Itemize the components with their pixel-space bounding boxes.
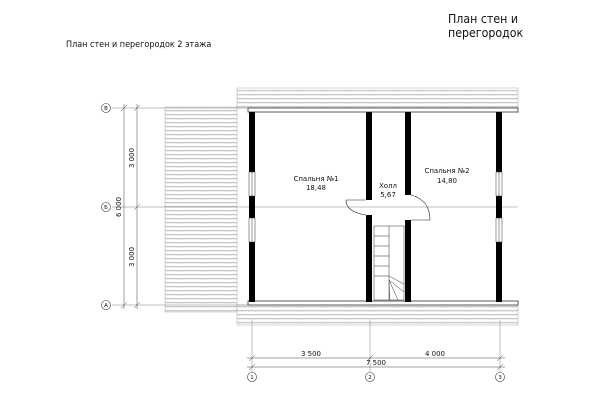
axis-marker-row-b: Б xyxy=(101,202,111,212)
door-bedroom-1 xyxy=(345,199,367,216)
vertical-dimensions xyxy=(120,104,141,309)
bottom-plate xyxy=(247,300,519,306)
top-plate xyxy=(247,107,519,113)
wall-partition-2-bottom xyxy=(405,220,411,302)
dim-vertical-total: 6 000 xyxy=(115,197,123,217)
room-name-bedroom-2: Спальня №2 xyxy=(424,167,469,175)
axis-marker-col-2: 2 xyxy=(365,372,375,382)
svg-text:2: 2 xyxy=(368,375,372,381)
svg-text:3: 3 xyxy=(498,375,502,381)
wall-right-top xyxy=(496,112,502,172)
door-bedroom-2 xyxy=(410,194,431,221)
svg-text:1: 1 xyxy=(250,375,254,381)
svg-text:А: А xyxy=(104,303,108,309)
wall-left-top xyxy=(249,112,255,172)
wall-partition-1-bottom xyxy=(366,215,372,302)
roof-top-strip xyxy=(236,87,519,109)
dim-vertical-bottom: 3 000 xyxy=(128,247,136,267)
axis-marker-col-1: 1 xyxy=(247,372,257,382)
axis-marker-col-3: 3 xyxy=(495,372,505,382)
wall-right-bottom xyxy=(496,242,502,302)
roof-bottom-strip xyxy=(236,304,519,326)
svg-text:Б: Б xyxy=(104,205,108,211)
wall-partition-2-top xyxy=(405,112,411,195)
axis-marker-row-v: В xyxy=(101,103,111,113)
room-area-bedroom-2: 14,80 xyxy=(437,177,457,185)
windows xyxy=(248,171,503,243)
dim-horizontal-right: 4 000 xyxy=(425,350,445,358)
dim-horizontal-total: 7 500 xyxy=(366,359,386,367)
floor-area xyxy=(248,108,518,305)
axis-marker-row-a: А xyxy=(101,300,111,310)
room-name-hall: Холл xyxy=(379,182,397,190)
room-area-hall: 5,67 xyxy=(380,191,396,199)
room-area-bedroom-1: 18,48 xyxy=(306,184,326,192)
axis-lines xyxy=(112,107,518,372)
wall-left-middle xyxy=(249,196,255,218)
wall-partition-1-top xyxy=(366,112,372,200)
staircase xyxy=(373,225,405,301)
roof-left-slope xyxy=(164,106,238,313)
plan-title: План стен и перегородок 2 этажа xyxy=(66,40,212,50)
dim-horizontal-left: 3 500 xyxy=(301,350,321,358)
sheet-title: План стен и перегородок xyxy=(448,12,524,40)
wall-right-middle xyxy=(496,196,502,218)
dim-vertical-top: 3 000 xyxy=(128,148,136,168)
room-name-bedroom-1: Спальня №1 xyxy=(293,175,338,183)
horizontal-dimensions xyxy=(247,354,505,371)
walls xyxy=(249,112,502,302)
wall-left-bottom xyxy=(249,242,255,302)
doors xyxy=(345,194,431,221)
svg-text:В: В xyxy=(104,106,108,112)
